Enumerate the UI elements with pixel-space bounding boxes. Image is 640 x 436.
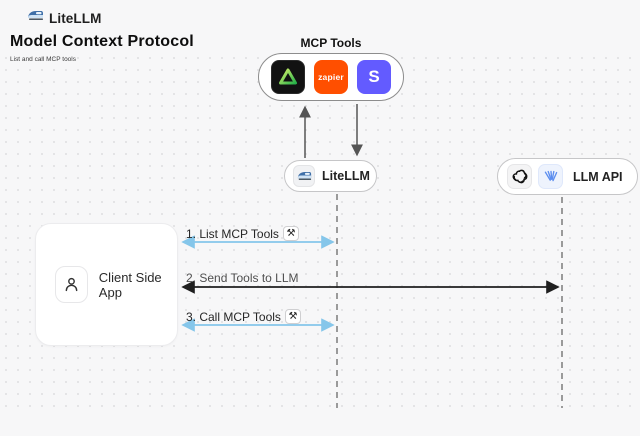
llm-api-node-label: LLM API [573, 169, 623, 184]
arrow-label-call-mcp-tools: 3. Call MCP Tools ⚒ [186, 309, 301, 324]
zapier-icon: zapier [314, 60, 348, 94]
stripe-icon: S [357, 60, 391, 94]
tools-icon: ⚒ [284, 309, 301, 324]
zapier-wordmark: zapier [318, 72, 344, 82]
brand: LiteLLM [27, 9, 101, 27]
litellm-node-train-icon [293, 165, 315, 187]
client-side-app-node: Client Side App [35, 223, 178, 346]
openai-icon [507, 164, 532, 189]
arrow-label-send-tools-to-llm: 2. Send Tools to LLM [186, 271, 299, 285]
tools-icon: ⚒ [282, 226, 299, 241]
llm-api-node: LLM API [497, 158, 638, 195]
arrow-label-list-mcp-tools: 1. List MCP Tools ⚒ [186, 226, 299, 241]
arrow-1-text: 1. List MCP Tools [186, 226, 279, 241]
arrow-2-text: 2. Send Tools to LLM [186, 271, 299, 285]
green-triangle-tool-icon [271, 60, 305, 94]
mcp-tools-label: MCP Tools [300, 36, 362, 50]
person-icon [55, 266, 88, 303]
mcp-tools-node: zapier S [258, 53, 404, 101]
litellm-node-label: LiteLLM [322, 169, 370, 183]
stripe-letter: S [368, 67, 380, 86]
page-title: Model Context Protocol [10, 33, 194, 50]
page-subtitle: List and call MCP tools [10, 56, 76, 63]
brand-name: LiteLLM [49, 10, 102, 26]
litellm-node: LiteLLM [284, 160, 377, 192]
client-side-app-label: Client Side App [98, 269, 162, 300]
litellm-train-icon [27, 9, 44, 27]
arrow-3-text: 3. Call MCP Tools [186, 309, 281, 324]
llm-provider-icon [538, 164, 563, 189]
